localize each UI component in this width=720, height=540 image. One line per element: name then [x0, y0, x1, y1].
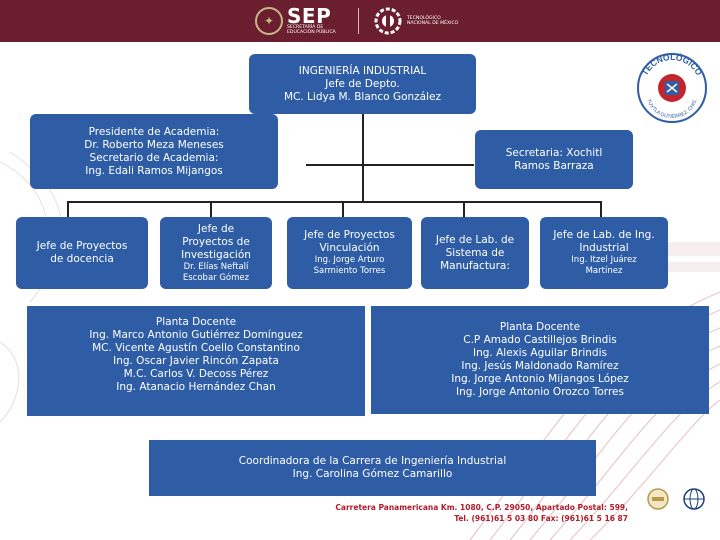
tecnm-logo-text-2: NACIONAL DE MÉXICO	[407, 21, 459, 26]
connector-unit-3	[342, 201, 344, 217]
unit-box-industrial-lab: Jefe de Lab. de Ing. Industrial Ing. Itz…	[540, 217, 668, 289]
unit-3-name-2: Sarmiento Torres	[313, 266, 386, 276]
header-divider	[358, 8, 359, 34]
unit-3-title-1: Jefe de Proyectos	[304, 229, 395, 241]
unit-4-title-2: Sistema de	[445, 246, 505, 259]
faculty-box-right: Planta Docente C.P Amado Castillejos Bri…	[371, 306, 709, 414]
head-title: INGENIERÍA INDUSTRIAL	[298, 64, 427, 77]
faculty-left-title: Planta Docente	[155, 316, 237, 328]
department-head-box: INGENIERÍA INDUSTRIAL Jefe de Depto. MC.…	[249, 54, 476, 114]
mexico-seal-icon: ✦	[255, 7, 283, 35]
secretary-line-1: Secretaria: Xochitl	[505, 146, 603, 159]
unit-box-teaching-projects: Jefe de Proyectos de docencia	[16, 217, 148, 289]
background-pattern	[0, 151, 720, 540]
faculty-left-member-4: M.C. Carlos V. Decoss Pérez	[123, 368, 269, 380]
academy-line-3: Secretario de Academia:	[89, 151, 219, 164]
unit-4-title-3: Manufactura:	[440, 259, 510, 272]
unit-2-title-3: Investigación	[181, 248, 251, 261]
academy-line-2: Dr. Roberto Meza Meneses	[84, 138, 224, 151]
connector-secretary	[364, 164, 474, 166]
faculty-left-member-3: Ing. Oscar Javier Rincón Zapata	[113, 355, 279, 367]
faculty-right-member-5: Ing. Jorge Antonio Orozco Torres	[456, 386, 624, 398]
faculty-right-member-1: C.P Amado Castillejos Brindis	[463, 334, 617, 346]
faculty-right-member-4: Ing. Jorge Antonio Mijangos López	[451, 373, 629, 385]
unit-1-title-1: Jefe de Proyectos	[36, 240, 128, 252]
footer-address: Carretera Panamericana Km. 1080, C.P. 29…	[335, 503, 628, 512]
coordinator-name: Ing. Carolina Gómez Camarillo	[292, 468, 453, 480]
footer-phone: Tel. (961)61 5 03 80 Fax: (961)61 5 16 8…	[454, 514, 628, 523]
academy-line-4: Ing. Edali Ramos Mijangos	[85, 164, 223, 177]
unit-1-title-2: de docencia	[50, 253, 114, 265]
unit-4-title-1: Jefe de Lab. de	[435, 233, 515, 246]
coordinator-title: Coordinadora de la Carrera de Ingeniería…	[238, 455, 507, 467]
unit-2-name-1: Dr. Elías Neftalí	[183, 261, 249, 272]
academy-line-1: Presidente de Academia:	[88, 125, 220, 138]
unit-box-outreach-projects: Jefe de Proyectos Vinculación Ing. Jorge…	[287, 217, 412, 289]
connector-unit-5	[600, 201, 602, 217]
unit-5-name-2: Martínez	[585, 266, 623, 276]
academy-box: Presidente de Academia: Dr. Roberto Meza…	[30, 114, 278, 189]
connector-head-down	[362, 114, 364, 202]
faculty-right-title: Planta Docente	[499, 321, 581, 333]
sep-logo-sub-2: EDUCACIÓN PÚBLICA	[287, 30, 336, 35]
connector-unit-4	[463, 201, 465, 217]
tecnm-gear-icon	[374, 7, 402, 35]
unit-5-title-1: Jefe de Lab. de Ing.	[553, 229, 655, 241]
sep-logo: ✦ SEP SECRETARÍA DE EDUCACIÓN PÚBLICA	[255, 4, 336, 38]
unit-3-title-2: Vinculación	[319, 242, 380, 254]
faculty-right-member-3: Ing. Jesús Maldonado Ramírez	[461, 360, 619, 372]
head-role: Jefe de Depto.	[325, 77, 400, 90]
unit-2-name-2: Escobar Gómez	[182, 272, 250, 283]
secretary-line-2: Ramos Barraza	[514, 159, 594, 172]
unit-box-research-projects: Jefe de Proyectos de Investigación Dr. E…	[160, 217, 272, 289]
faculty-box-left: Planta Docente Ing. Marco Antonio Gutiér…	[27, 306, 365, 416]
connector-horizontal-units	[67, 201, 601, 203]
secretary-box: Secretaria: Xochitl Ramos Barraza	[475, 130, 633, 189]
unit-5-name-1: Ing. Itzel Juárez	[571, 255, 637, 265]
coordinator-box: Coordinadora de la Carrera de Ingeniería…	[149, 440, 596, 496]
tecnm-logo-text-1: TECNOLÓGICO	[407, 15, 441, 21]
unit-2-title-1: Jefe de	[197, 222, 235, 235]
faculty-left-member-5: Ing. Atanacio Hernández Chan	[116, 381, 276, 393]
connector-academy	[306, 164, 362, 166]
globe-certification-icon	[683, 488, 705, 510]
connector-unit-2	[210, 201, 212, 217]
unit-5-title-2: Industrial	[579, 242, 629, 254]
institute-badge: TECNOLÓGICO TUXTLA GUTIÉRREZ, CHIS.	[637, 51, 707, 123]
faculty-left-member-1: Ing. Marco Antonio Gutiérrez Domínguez	[89, 329, 303, 341]
unit-2-title-2: Proyectos de	[182, 235, 250, 248]
tecnm-logo: TECNOLÓGICO NACIONAL DE MÉXICO	[373, 5, 458, 37]
certification-seal-icon	[647, 488, 669, 510]
head-name: MC. Lidya M. Blanco González	[283, 90, 441, 103]
connector-unit-1	[67, 201, 69, 217]
unit-box-manufacturing-lab: Jefe de Lab. de Sistema de Manufactura:	[421, 217, 529, 289]
faculty-right-member-2: Ing. Alexis Aguilar Brindis	[473, 347, 607, 359]
header-banner	[0, 0, 720, 42]
faculty-left-member-2: MC. Vicente Agustín Coello Constantino	[92, 342, 300, 354]
sep-logo-sub-1: SECRETARÍA DE	[287, 25, 324, 30]
sep-logo-text: SEP	[287, 4, 332, 28]
unit-3-name-1: Ing. Jorge Arturo	[314, 255, 385, 265]
